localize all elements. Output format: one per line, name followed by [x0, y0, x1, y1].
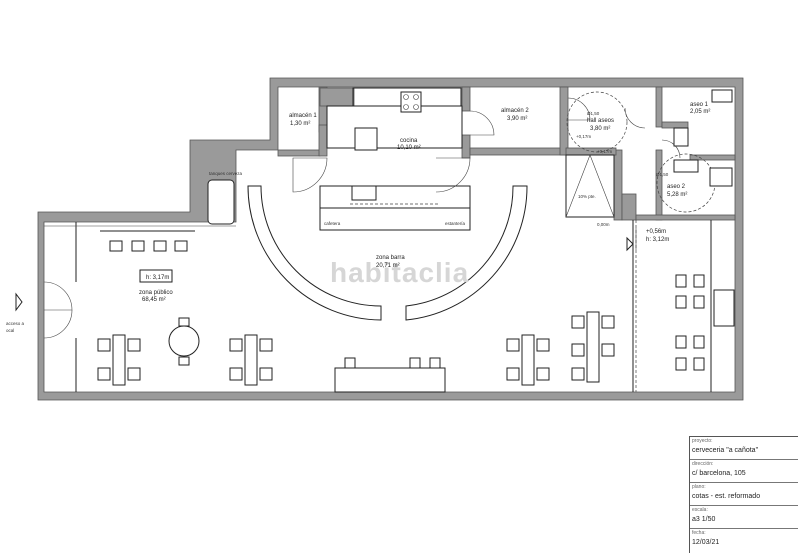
- nivel-017-a: +0,17m: [576, 134, 591, 139]
- legend-plano: plano: cotas - est. reformado: [690, 483, 798, 506]
- exterior-wall: [37, 77, 744, 401]
- room-area-almacen2: 3,90 m²: [507, 116, 527, 122]
- room-area-cocina: 10,10 m²: [397, 145, 421, 151]
- acceso-label-1: acceso a: [6, 321, 25, 326]
- door-swings: [43, 97, 681, 339]
- room-name-aseo2: aseo 2: [667, 184, 686, 190]
- room-area-aseo2: 5,28 m²: [667, 192, 687, 198]
- cafetera-label: cafetera: [324, 221, 341, 226]
- kitchen-counter: [319, 87, 471, 231]
- estanteria-label: estantería: [445, 221, 466, 226]
- legend-fecha-value: 12/03/21: [692, 539, 720, 546]
- ramp: [565, 154, 615, 218]
- beer-tanks: [207, 179, 235, 225]
- legend-escala-value: a3 1/50: [692, 516, 716, 523]
- room-area-publico: 68,45 m²: [142, 297, 166, 303]
- legend-proyecto-value: cerveceria "a cañota": [692, 447, 759, 454]
- room-name-almacen2: almacén 2: [501, 108, 529, 114]
- height-marker: [139, 269, 173, 283]
- room-area-barra: 20,71 m²: [376, 263, 400, 269]
- bar-counter-curve-right: [405, 185, 528, 321]
- legend-proyecto-label: proyecto:: [692, 438, 713, 444]
- interior-walls: [277, 86, 736, 221]
- bar-counter-curve: [247, 185, 382, 321]
- title-block: proyecto: cerveceria "a cañota" direcció…: [689, 436, 798, 553]
- room-name-aseo1: aseo 1: [690, 102, 709, 108]
- legend-fecha-label: fecha:: [692, 530, 706, 536]
- legend-direccion-value: c/ barcelona, 105: [692, 470, 746, 477]
- room-height-publico: h: 3,17m: [146, 275, 169, 281]
- diametro-hall: Ø1,50: [587, 111, 600, 116]
- room-name-almacen1: almacén 1: [289, 113, 317, 119]
- room-area-hall: 3,80 m²: [590, 126, 610, 132]
- legend-escala-label: escala:: [692, 507, 708, 513]
- ramp-level: +0,56m: [646, 229, 666, 235]
- diametro-aseo: Ø1,50: [656, 172, 669, 177]
- room-name-cocina: cocina: [400, 138, 418, 144]
- turning-circle-hall: [566, 91, 628, 153]
- annotations: tanques cerveza cafetera estantería 10% …: [6, 111, 669, 333]
- tanques-label: tanques cerveza: [209, 171, 243, 176]
- room-name-hall: hall aseos: [587, 118, 614, 124]
- watermark: habitaclia: [330, 257, 469, 288]
- room-area-almacen1: 1,30 m²: [290, 121, 310, 127]
- room-name-barra: zona barra: [376, 255, 405, 261]
- room-name-publico: zona público: [139, 290, 173, 296]
- legend-fecha: fecha: 12/03/21: [690, 529, 798, 552]
- partition-lines: [44, 220, 712, 392]
- furniture: [97, 230, 735, 393]
- legend-proyecto: proyecto: cerveceria "a cañota": [690, 437, 798, 460]
- nivel-017-b: +0,17m: [597, 149, 612, 154]
- access-arrow-icon: [15, 292, 23, 312]
- room-labels: almacén 1 1,30 m² cocina 10,10 m² almacé…: [139, 102, 710, 303]
- ramp-height: h: 3,12m: [646, 237, 669, 243]
- toilet-fixtures: [673, 89, 733, 187]
- nivel-000: 0,00m: [597, 222, 610, 227]
- room-area-aseo1: 2,05 m²: [690, 109, 710, 115]
- legend-plano-label: plano:: [692, 484, 706, 490]
- legend-escala: escala: a3 1/50: [690, 506, 798, 529]
- legend-plano-value: cotas - est. reformado: [692, 493, 761, 500]
- legend-direccion: dirección: c/ barcelona, 105: [690, 460, 798, 483]
- legend-direccion-label: dirección:: [692, 461, 714, 467]
- pendiente-label: 10% pte.: [578, 194, 596, 199]
- acceso-label-2: ocal: [6, 328, 14, 333]
